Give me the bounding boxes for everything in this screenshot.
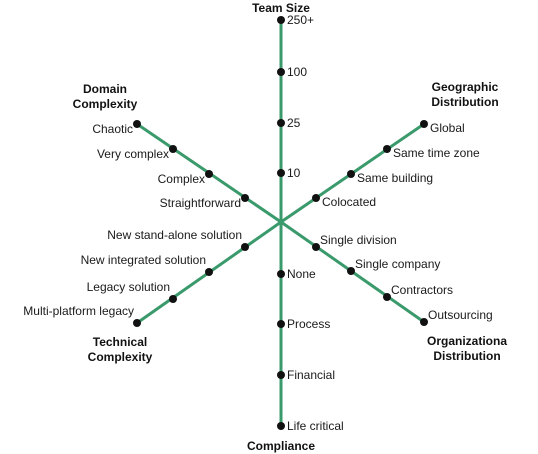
points-layer bbox=[133, 16, 428, 430]
geographic-distribution-tick-label: Colocated bbox=[322, 195, 376, 209]
compliance-tick-label: None bbox=[287, 267, 316, 281]
organizational-distribution-point bbox=[383, 293, 391, 301]
domain-complexity-tick-label: Very complex bbox=[97, 147, 169, 161]
organizational-distribution-point bbox=[312, 243, 320, 251]
domain-complexity-axis-title-line: Domain bbox=[83, 82, 127, 96]
geographic-distribution-point bbox=[383, 145, 391, 153]
geographic-distribution-point bbox=[312, 194, 320, 202]
domain-complexity-tick-label: Chaotic bbox=[92, 122, 133, 136]
organizational-distribution-tick-label: Outsourcing bbox=[428, 308, 493, 322]
team-size-axis-title-line: Team Size bbox=[252, 1, 310, 15]
compliance-axis-title-line: Compliance bbox=[247, 439, 315, 453]
compliance-point bbox=[277, 422, 285, 430]
technical-complexity-tick-label: New integrated solution bbox=[81, 253, 206, 267]
geographic-distribution-axis-title-line: Distribution bbox=[431, 95, 498, 109]
technical-complexity-point bbox=[241, 243, 249, 251]
domain-complexity-point bbox=[169, 145, 177, 153]
organizational-distribution-tick-label: Single company bbox=[355, 257, 440, 271]
domain-complexity-point bbox=[133, 120, 141, 128]
team-size-point bbox=[277, 68, 285, 76]
domain-complexity-axis-title-line: Complexity bbox=[73, 97, 138, 111]
organizational-distribution-axis-title-line: Organizationa bbox=[427, 334, 507, 348]
geographic-distribution-tick-label: Same building bbox=[357, 171, 433, 185]
domain-complexity-point bbox=[205, 170, 213, 178]
team-size-axis-title: Team Size bbox=[252, 1, 310, 15]
labels-layer: 10 25 100 250+ Colocated Same building Same ti… bbox=[23, 13, 492, 433]
organizational-distribution-tick-label: Contractors bbox=[391, 283, 453, 297]
organizational-distribution-point bbox=[420, 318, 428, 326]
technical-complexity-point bbox=[205, 268, 213, 276]
organizational-distribution-axis-title-line: Distribution bbox=[433, 349, 500, 363]
geographic-distribution-point bbox=[420, 120, 428, 128]
team-size-point bbox=[277, 169, 285, 177]
technical-complexity-tick-label: Multi-platform legacy bbox=[23, 304, 134, 318]
team-size-tick-label: 100 bbox=[287, 65, 307, 79]
domain-complexity-tick-label: Straightforward bbox=[160, 196, 241, 210]
team-size-point bbox=[277, 119, 285, 127]
compliance-point bbox=[277, 371, 285, 379]
compliance-point bbox=[277, 270, 285, 278]
compliance-tick-label: Financial bbox=[287, 368, 335, 382]
domain-complexity-point bbox=[241, 194, 249, 202]
domain-complexity-tick-label: Complex bbox=[158, 172, 205, 186]
team-size-point bbox=[277, 16, 285, 24]
technical-complexity-axis-title-line: Technical bbox=[93, 335, 147, 349]
technical-complexity-point bbox=[133, 319, 141, 327]
technical-complexity-tick-label: New stand-alone solution bbox=[107, 228, 242, 242]
geographic-distribution-tick-label: Same time zone bbox=[393, 146, 480, 160]
compliance-tick-label: Process bbox=[287, 317, 330, 331]
organizational-distribution-point bbox=[347, 267, 355, 275]
team-size-tick-label: 250+ bbox=[287, 13, 314, 27]
team-size-tick-label: 10 bbox=[287, 166, 301, 180]
organizational-distribution-tick-label: Single division bbox=[320, 233, 397, 247]
compliance-axis-title: Compliance bbox=[247, 439, 315, 453]
compliance-point bbox=[277, 320, 285, 328]
technical-complexity-point bbox=[169, 295, 177, 303]
axes-layer bbox=[135, 18, 426, 428]
geographic-distribution-point bbox=[347, 170, 355, 178]
compliance-tick-label: Life critical bbox=[287, 419, 344, 433]
geographic-distribution-axis-title-line: Geographic bbox=[432, 80, 499, 94]
geographic-distribution-tick-label: Global bbox=[430, 121, 465, 135]
team-size-tick-label: 25 bbox=[287, 116, 301, 130]
technical-complexity-axis-title-line: Complexity bbox=[88, 350, 153, 364]
technical-complexity-tick-label: Legacy solution bbox=[87, 280, 170, 294]
